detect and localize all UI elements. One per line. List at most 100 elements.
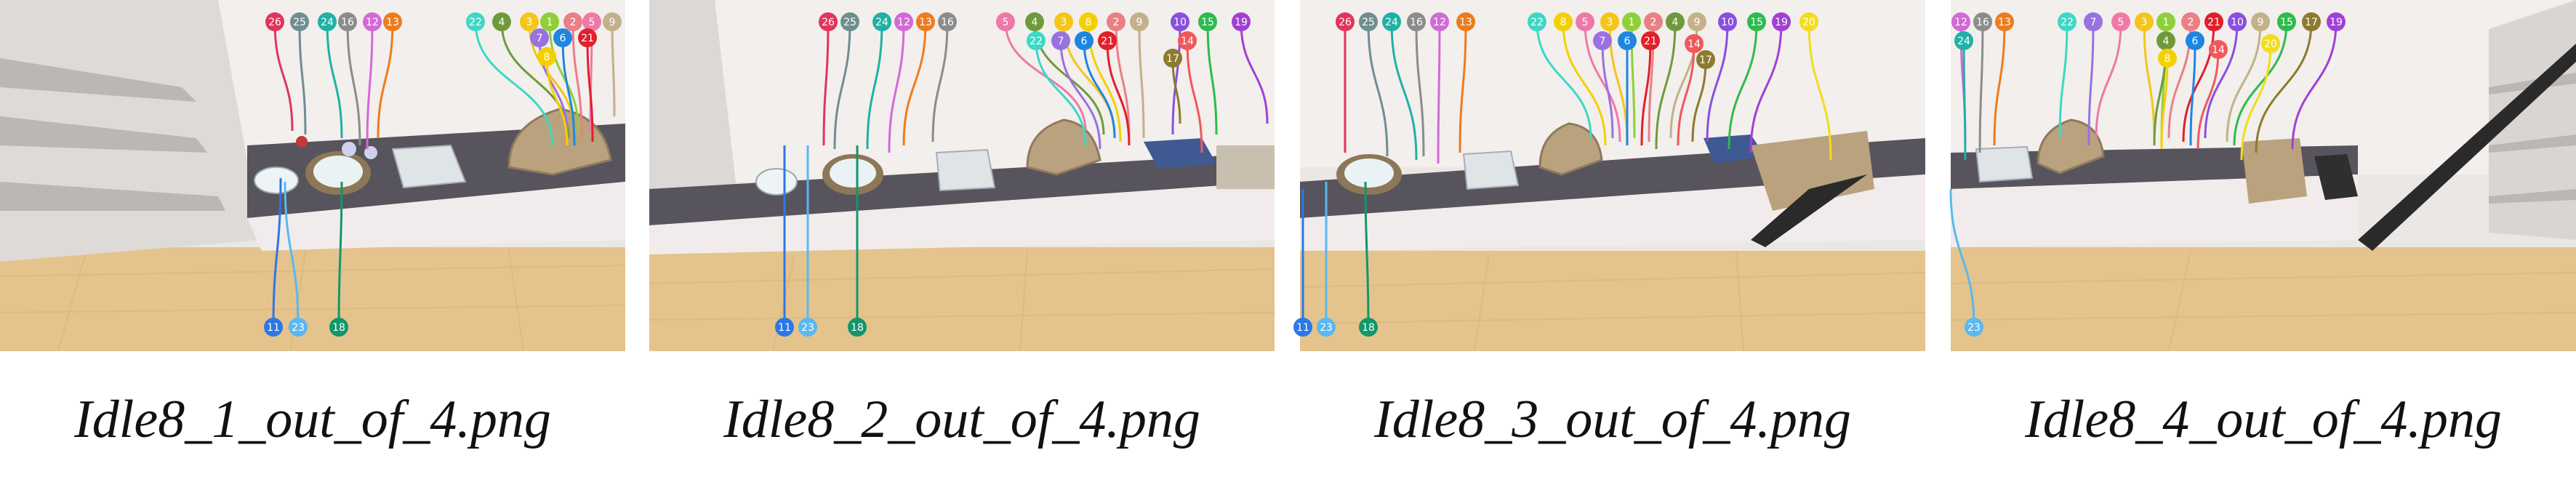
marker-dot-12 [363, 12, 382, 31]
marker-leader-22 [2058, 21, 2069, 139]
marker-dot-4 [1025, 12, 1044, 31]
marker-leader-6 [2189, 40, 2196, 146]
marker-dot-8 [537, 47, 556, 66]
marker-dot-11 [775, 318, 794, 337]
marker-leader-16 [931, 21, 949, 142]
marker-dot-7 [530, 28, 549, 47]
marker-dot-11 [264, 318, 283, 337]
marker-label-17: 17 [2305, 17, 2318, 28]
marker-dot-1 [540, 12, 559, 31]
marker-leader-19 [1240, 21, 1269, 124]
marker-leader-2 [571, 21, 583, 139]
marker-label-23: 23 [801, 322, 814, 334]
marker-leader-21 [1106, 40, 1131, 146]
marker-label-16: 16 [1410, 17, 1423, 28]
marker-label-12: 12 [366, 17, 379, 28]
marker-leader-20 [1807, 21, 1832, 161]
marker-dot-8 [1554, 12, 1573, 31]
marker-dot-20 [1799, 12, 1818, 31]
marker-label-9: 9 [609, 17, 616, 28]
marker-label-13: 13 [919, 17, 932, 28]
marker-dot-15 [2277, 12, 2296, 31]
marker-dot-25 [1359, 12, 1378, 31]
marker-dot-26 [265, 12, 284, 31]
marker-dot-16 [1973, 12, 1992, 31]
marker-leader-9 [2226, 21, 2262, 142]
marker-label-6: 6 [1624, 36, 1631, 47]
marker-leader-14 [1186, 40, 1203, 153]
marker-dot-2 [1107, 12, 1126, 31]
marker-label-3: 3 [1061, 17, 1067, 28]
marker-dot-21 [1641, 31, 1660, 50]
marker-label-24: 24 [1957, 36, 1970, 47]
marker-label-1: 1 [1629, 17, 1635, 28]
marker-leader-13 [902, 21, 927, 146]
marker-label-22: 22 [1530, 17, 1544, 28]
marker-label-6: 6 [560, 33, 566, 44]
marker-dot-11 [1293, 318, 1312, 337]
marker-leader-12 [888, 21, 905, 153]
marker-dot-12 [1430, 12, 1449, 31]
marker-leader-5 [2095, 21, 2122, 139]
marker-label-12: 12 [1433, 17, 1446, 28]
marker-label-1: 1 [547, 17, 553, 28]
marker-label-26: 26 [268, 17, 281, 28]
marker-label-13: 13 [1998, 17, 2011, 28]
marker-label-26: 26 [822, 17, 835, 28]
marker-label-24: 24 [1385, 17, 1398, 28]
marker-label-10: 10 [2231, 17, 2244, 28]
marker-label-3: 3 [526, 17, 533, 28]
marker-label-2: 2 [2188, 17, 2194, 28]
marker-label-15: 15 [1201, 17, 1214, 28]
marker-dot-5 [2111, 12, 2130, 31]
marker-leader-17 [1691, 59, 1707, 142]
marker-label-20: 20 [2264, 39, 2277, 50]
marker-label-8: 8 [1560, 17, 1567, 28]
marker-dot-15 [1747, 12, 1766, 31]
marker-dot-2 [1644, 12, 1663, 31]
marker-leader-25 [298, 21, 307, 135]
marker-dot-7 [1593, 31, 1612, 50]
marker-label-6: 6 [2192, 36, 2199, 47]
marker-dot-1 [2156, 12, 2175, 31]
marker-label-10: 10 [1721, 17, 1734, 28]
marker-leader-22 [474, 21, 554, 146]
marker-dot-19 [1232, 12, 1251, 31]
marker-dot-2 [563, 12, 582, 31]
marker-leader-6 [561, 37, 576, 146]
marker-dot-26 [1336, 12, 1355, 31]
marker-dot-6 [553, 28, 572, 47]
marker-dot-24 [318, 12, 337, 31]
marker-leader-8 [2160, 57, 2169, 150]
marker-dot-12 [894, 12, 913, 31]
marker-leader-10 [1706, 21, 1729, 142]
marker-label-11: 11 [778, 322, 791, 334]
marker-leader-23 [284, 181, 300, 328]
marker-label-12: 12 [897, 17, 910, 28]
marker-dot-16 [1407, 12, 1426, 31]
marker-label-5: 5 [1003, 17, 1009, 28]
marker-label-8: 8 [1086, 17, 1092, 28]
marker-label-16: 16 [1976, 17, 1989, 28]
marker-label-7: 7 [537, 33, 543, 44]
marker-label-25: 25 [843, 17, 856, 28]
marker-label-7: 7 [2090, 17, 2097, 28]
marker-dot-14 [1178, 31, 1197, 50]
marker-leader-16 [346, 21, 361, 146]
marker-dot-19 [1772, 12, 1791, 31]
marker-dot-8 [2158, 49, 2177, 68]
marker-label-19: 19 [1235, 17, 1248, 28]
marker-label-14: 14 [1688, 39, 1701, 50]
marker-label-18: 18 [332, 322, 345, 334]
marker-dot-22 [1027, 31, 1046, 50]
marker-dot-18 [1359, 318, 1378, 337]
marker-dot-18 [848, 318, 867, 337]
marker-dot-22 [1528, 12, 1546, 31]
marker-leader-3 [2143, 21, 2156, 142]
marker-label-19: 19 [1775, 17, 1788, 28]
